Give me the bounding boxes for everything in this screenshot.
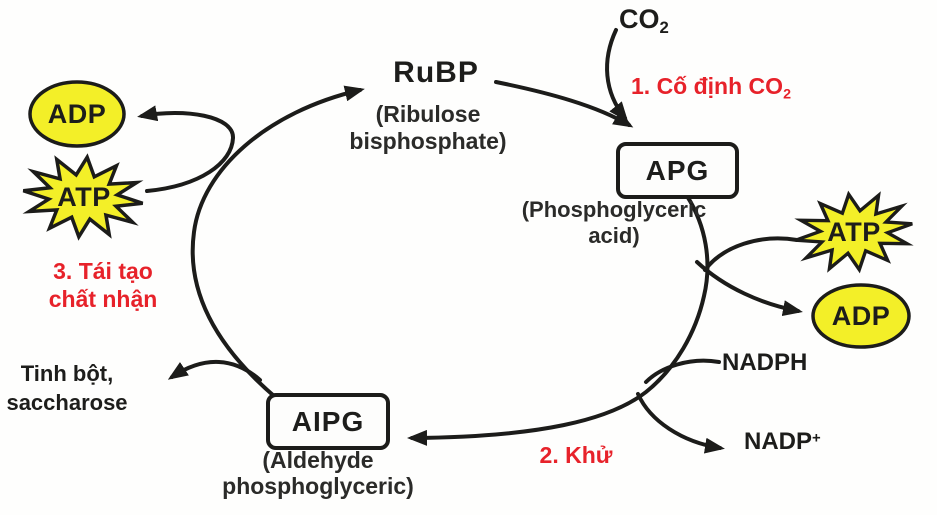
co2-label: CO2 — [619, 4, 669, 38]
step2-reduction-label: 2. Khử — [539, 442, 613, 468]
adp-left-ellipse — [28, 80, 126, 148]
adp-output-right-arrow — [695, 260, 803, 316]
rubp-label: RuBP — [393, 56, 479, 89]
adp-left-label: ADP — [47, 99, 107, 130]
aipg-description: (Aldehyde phosphoglyceric) — [222, 447, 414, 499]
nadp-output-arrow — [636, 392, 725, 454]
starch-output-arrow — [167, 359, 262, 382]
aipg-label: AIPG — [291, 405, 365, 437]
co2-input-arrow — [605, 28, 629, 122]
nadph-label: NADPH — [722, 349, 808, 376]
starch-saccharose-label: Tinh bột, saccharose — [6, 361, 128, 415]
apg-label: APG — [645, 154, 710, 186]
adp-right-ellipse — [811, 283, 911, 349]
atp-to-adp-left-arrow — [137, 105, 236, 193]
atp-input-right-curve — [703, 236, 799, 272]
atp-right-label: ATP — [827, 217, 881, 248]
atp-left-label: ATP — [57, 182, 111, 213]
step1-fixation-label: 1. Cố định CO2 — [631, 73, 791, 103]
cycle-arc-reduction — [407, 194, 710, 446]
apg-node-box: APG — [616, 142, 739, 199]
apg-description: (Phosphoglyceric acid) — [521, 197, 707, 248]
step3-regeneration-label: 3. Tái tạo chất nhận — [48, 258, 158, 312]
nadp-plus-label: NADP+ — [744, 428, 821, 455]
aipg-node-box: AIPG — [266, 393, 390, 450]
adp-right-label: ADP — [831, 301, 891, 332]
rubp-description: (Ribulose bisphosphate) — [349, 101, 507, 154]
cycle-arc-regeneration — [190, 85, 365, 398]
nadph-input-curve — [644, 358, 721, 384]
